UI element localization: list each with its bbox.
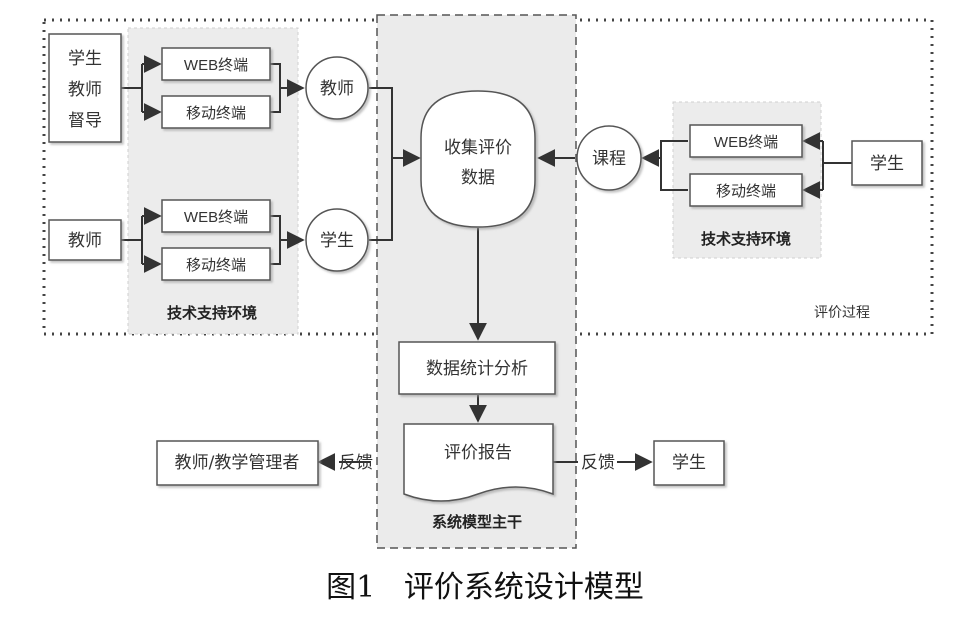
source-student-teacher-supervisor-box: 学生 教师 督导 [48, 33, 122, 143]
svg-text:学生: 学生 [672, 453, 706, 473]
left-web-terminal-2: WEB终端 [161, 199, 271, 233]
svg-text:WEB终端: WEB终端 [184, 57, 248, 74]
source-teacher-label: 教师 [68, 231, 102, 251]
left-mobile-terminal-2: 移动终端 [161, 247, 271, 281]
right-student-source-box: 学生 [851, 140, 923, 186]
evaluation-process-label: 评价过程 [814, 305, 870, 321]
source-line-1: 学生 [68, 49, 102, 69]
svg-text:教师: 教师 [320, 79, 354, 99]
source-teacher-box: 教师 [48, 219, 122, 261]
right-tech-env-label: 技术支持环境 [701, 230, 791, 248]
svg-text:移动终端: 移动终端 [186, 105, 246, 122]
svg-text:移动终端: 移动终端 [716, 183, 776, 200]
teacher-manager-box: 教师/教学管理者 [156, 440, 319, 486]
evaluator-teacher-circle: 教师 [305, 56, 369, 120]
connectors [121, 55, 852, 471]
collect-line-1: 收集评价 [444, 138, 512, 158]
figure-caption: 图1 评价系统设计模型 [326, 570, 644, 605]
source-line-3: 督导 [68, 111, 102, 131]
evaluation-report-document: 评价报告 [403, 423, 554, 502]
feedback-student-box: 学生 [653, 440, 725, 486]
feedback-right-label: 反馈 [581, 453, 615, 473]
svg-text:学生: 学生 [870, 154, 904, 174]
left-web-terminal-1: WEB终端 [161, 47, 271, 81]
svg-text:教师/教学管理者: 教师/教学管理者 [175, 453, 300, 473]
right-mobile-terminal: 移动终端 [689, 173, 803, 207]
svg-text:学生: 学生 [320, 231, 354, 251]
data-analysis-box: 数据统计分析 [398, 341, 556, 395]
left-mobile-terminal-1: 移动终端 [161, 95, 271, 129]
source-line-2: 教师 [68, 80, 102, 100]
course-circle: 课程 [576, 125, 642, 191]
svg-text:WEB终端: WEB终端 [714, 134, 778, 151]
feedback-left-label: 反馈 [339, 453, 373, 473]
right-web-terminal: WEB终端 [689, 124, 803, 158]
svg-text:评价报告: 评价报告 [444, 443, 512, 463]
svg-text:移动终端: 移动终端 [186, 257, 246, 274]
left-tech-env-label: 技术支持环境 [167, 304, 257, 322]
backbone-label: 系统模型主干 [432, 513, 522, 531]
svg-text:WEB终端: WEB终端 [184, 209, 248, 226]
svg-text:课程: 课程 [592, 149, 626, 169]
evaluator-student-circle: 学生 [305, 208, 369, 272]
collect-data-node: 收集评价 数据 [420, 90, 536, 228]
collect-line-2: 数据 [461, 168, 495, 188]
svg-text:数据统计分析: 数据统计分析 [426, 359, 528, 379]
